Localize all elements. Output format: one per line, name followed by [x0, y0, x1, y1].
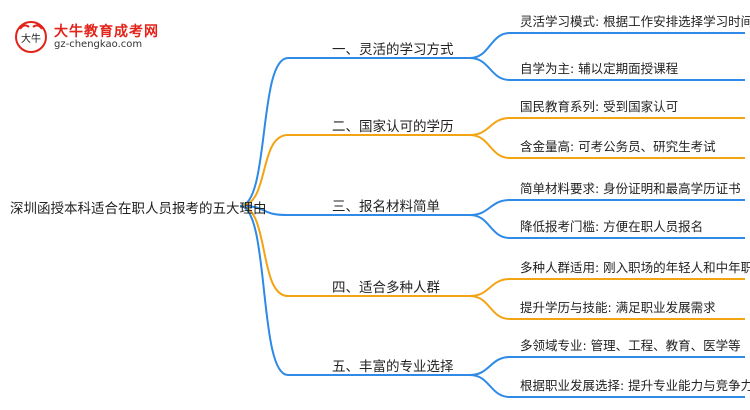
leaf-connector-4-2 — [469, 295, 511, 320]
leaf-connector-3-1 — [469, 199, 511, 216]
root-connector-4 — [239, 205, 289, 297]
leaf-4-1: 多种人群适用: 刚入职场的年轻人和中年职工 — [520, 260, 750, 275]
branch-4: 四、适合多种人群 — [332, 280, 440, 296]
leaf-connector-5-1 — [469, 356, 511, 376]
leaf-1-1: 灵活学习模式: 根据工作安排选择学习时间 — [520, 14, 750, 29]
leaf-connector-5-2 — [469, 374, 511, 398]
leaf-5-2: 根据职业发展选择: 提升专业能力与竞争力 — [520, 378, 750, 393]
logo-title: 大牛教育成考网 — [54, 24, 159, 40]
leaf-5-1: 多领域专业: 管理、工程、教育、医学等 — [520, 338, 741, 353]
logo-url: gz-chengkao.com — [54, 39, 143, 50]
logo: 大牛 大牛教育成考网 gz-chengkao.com — [14, 20, 184, 54]
leaf-3-2: 降低报考门槛: 方便在职人员报名 — [520, 219, 704, 234]
root-node: 深圳函授本科适合在职人员报考的五大理由 — [10, 201, 267, 217]
leaf-connector-1-1 — [469, 32, 511, 59]
leaf-3-1: 简单材料要求: 身份证明和最高学历证书 — [520, 181, 741, 196]
branch-3: 三、报名材料简单 — [332, 199, 440, 215]
bull-logo-icon: 大牛 — [15, 21, 47, 53]
branch-1: 一、灵活的学习方式 — [332, 42, 454, 58]
leaf-4-2: 提升学历与技能: 满足职业发展需求 — [520, 300, 716, 315]
leaf-connector-1-2 — [469, 57, 511, 81]
leaf-connector-2-1 — [469, 117, 511, 136]
root-connector-2 — [239, 134, 289, 207]
branch-5: 五、丰富的专业选择 — [332, 359, 454, 375]
branch-2: 二、国家认可的学历 — [332, 119, 454, 135]
root-connector-1 — [239, 57, 289, 207]
leaf-1-2: 自学为主: 辅以定期面授课程 — [520, 61, 679, 76]
root-connector-3 — [239, 205, 289, 216]
logo-mark-text: 大牛 — [21, 32, 41, 45]
leaf-connector-4-1 — [469, 278, 511, 297]
leaf-2-1: 国民教育系列: 受到国家认可 — [520, 99, 679, 114]
leaf-2-2: 含金量高: 可考公务员、研究生考试 — [520, 139, 716, 154]
root-connector-5 — [239, 205, 289, 376]
leaf-connector-3-2 — [469, 214, 511, 239]
leaf-connector-2-2 — [469, 134, 511, 159]
